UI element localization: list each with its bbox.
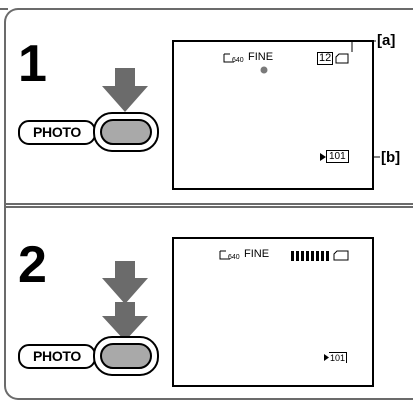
- frame-connector: [0, 8, 8, 10]
- memory-card-icon: [333, 250, 349, 261]
- folder-number: 101: [329, 352, 348, 363]
- photo-button-cap[interactable]: [100, 343, 152, 369]
- progress-bar-icon: [291, 251, 329, 261]
- step-2-number: 2: [18, 236, 47, 294]
- memory-card-icon: [335, 53, 349, 64]
- callout-a: [a]: [377, 32, 396, 49]
- photo-button-label: PHOTO: [18, 344, 96, 369]
- callout-lines: [351, 40, 380, 158]
- arrow-down-icon: [102, 261, 148, 304]
- play-folder-icon: [320, 153, 326, 161]
- play-folder-icon: [324, 354, 329, 361]
- image-size-value: 640: [232, 57, 244, 64]
- image-size-value: 640: [228, 254, 240, 261]
- lcd-screen-step-2: 640 FINE 101: [172, 237, 374, 387]
- quality-label: FINE: [244, 248, 270, 260]
- photo-button[interactable]: [93, 112, 159, 152]
- callout-b: [b]: [381, 149, 401, 166]
- remaining-count-box: 12: [317, 52, 334, 65]
- folder-number: 101: [326, 150, 349, 163]
- image-size-icon: [219, 250, 230, 260]
- recording-dot-icon: [260, 66, 268, 74]
- arrow-down-icon: [102, 302, 148, 341]
- step-1-number: 1: [18, 35, 47, 93]
- photo-button[interactable]: [93, 336, 159, 376]
- photo-button-cap[interactable]: [100, 119, 152, 145]
- image-size-icon: [223, 53, 234, 63]
- photo-button-label: PHOTO: [18, 120, 96, 145]
- lcd-screen-step-1: 640 FINE 12 101: [172, 40, 374, 190]
- panel-divider: [4, 203, 413, 205]
- arrow-down-icon: [102, 68, 148, 112]
- quality-label: FINE: [248, 51, 274, 63]
